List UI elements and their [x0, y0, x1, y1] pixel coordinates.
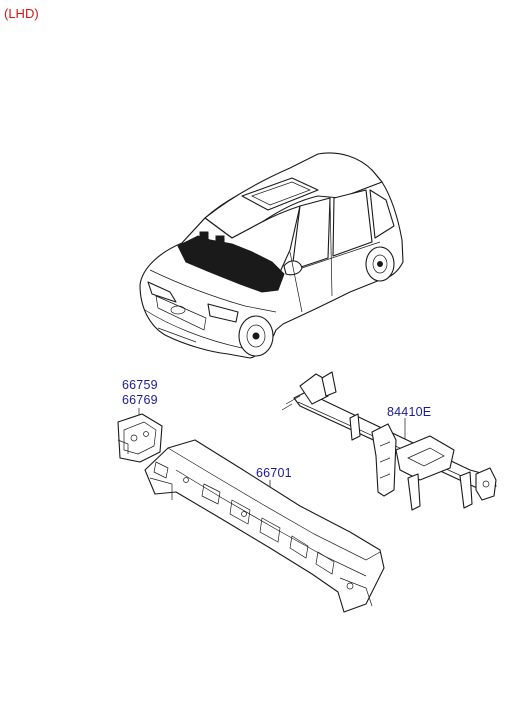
cowl-side-bracket — [117, 413, 163, 463]
part-number-66701[interactable]: 66701 — [256, 466, 292, 480]
part-number-66759[interactable]: 66759 — [122, 378, 158, 392]
variant-label: (LHD) — [4, 6, 39, 21]
cross-member — [281, 371, 497, 511]
part-number-84410e[interactable]: 84410E — [387, 405, 432, 419]
part-number-66769[interactable]: 66769 — [122, 393, 158, 407]
cowl-panel — [144, 439, 385, 613]
car-illustration — [139, 152, 404, 359]
